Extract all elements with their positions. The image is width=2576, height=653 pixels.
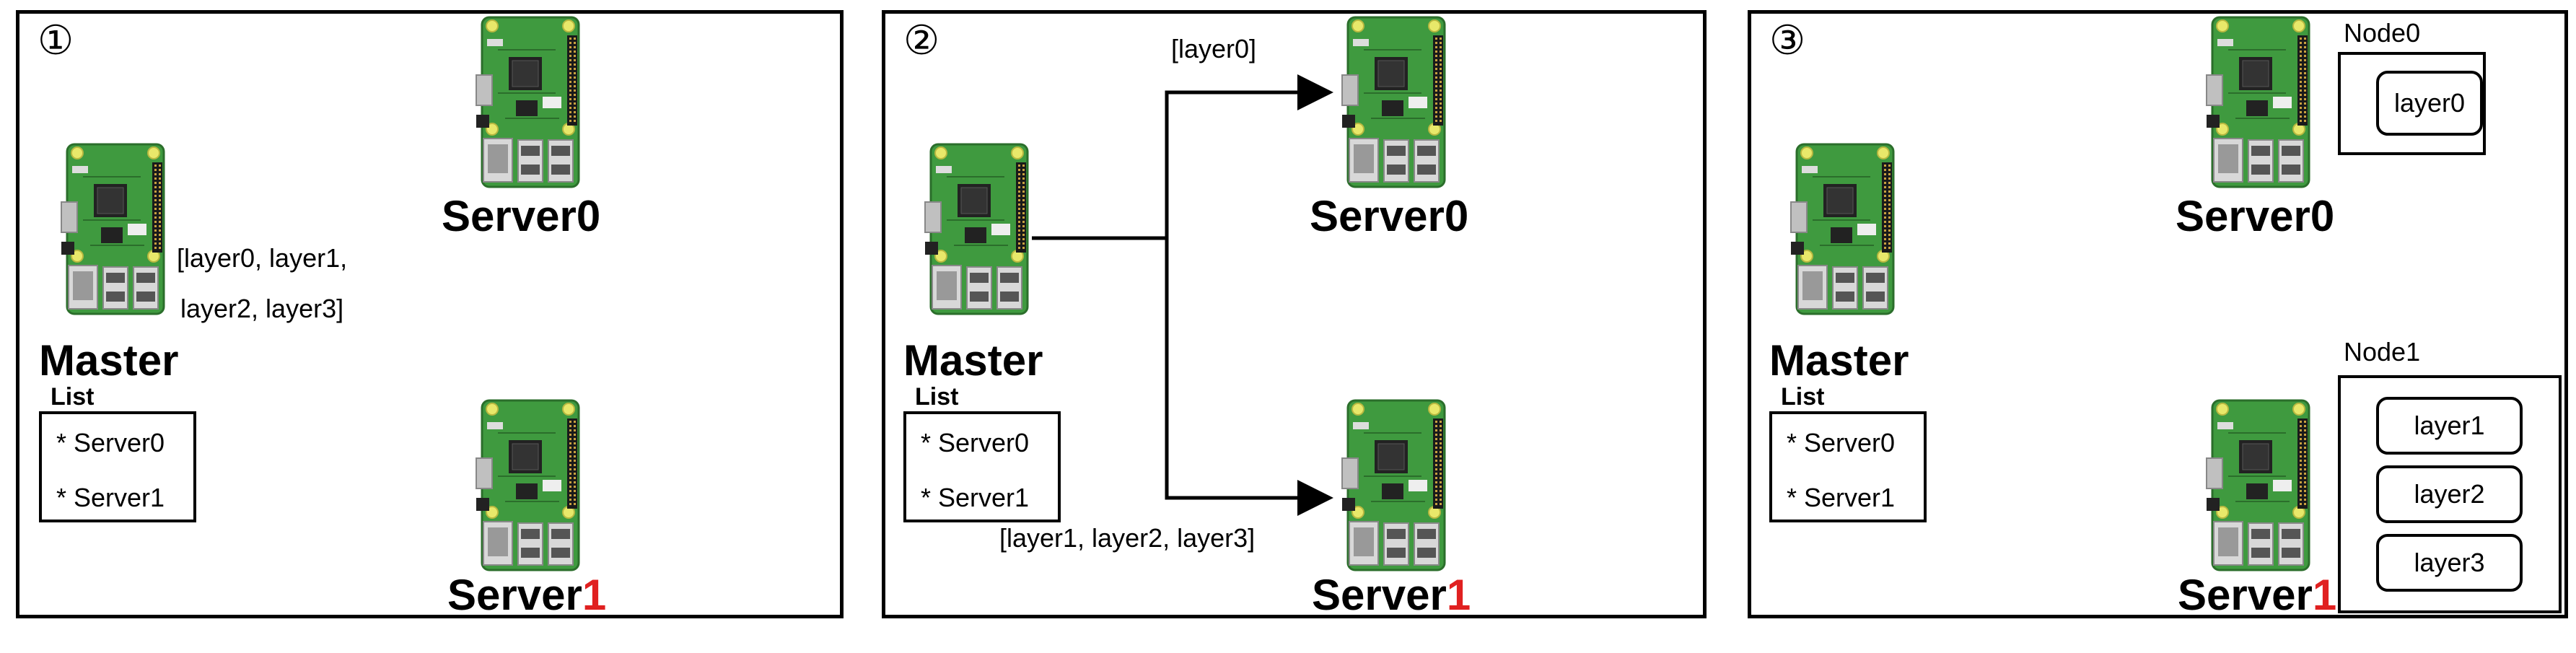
raspberry-pi-board-icon <box>476 16 580 188</box>
list-item: * Server0 <box>1787 428 1896 457</box>
list-item: * Server0 <box>56 428 165 457</box>
server0-label: Server0 <box>1310 192 1469 240</box>
node0-title: Node0 <box>2344 18 2421 48</box>
layer-box: layer0 <box>2376 71 2483 136</box>
list-item: * Server0 <box>921 428 1030 457</box>
node1-title: Node1 <box>2344 337 2421 367</box>
master-list-title: List <box>51 383 95 411</box>
master-list-title: List <box>1781 383 1825 411</box>
layer-box: layer2 <box>2376 465 2523 523</box>
server0-label: Server0 <box>2176 192 2335 240</box>
raspberry-pi-board-icon <box>1790 143 1895 315</box>
raspberry-pi-board-icon <box>924 143 1029 315</box>
arrow-top-label: [layer0] <box>1171 34 1257 63</box>
server1-label: Server1 <box>1312 571 1471 619</box>
arrow-to-server1 <box>1165 238 1333 516</box>
layer-list-annotation-line-1: [layer0, layer1, <box>177 243 348 273</box>
server1-label: Server1 <box>447 571 607 619</box>
raspberry-pi-board-icon <box>61 143 165 315</box>
list-item: * Server1 <box>56 483 165 512</box>
master-list-title: List <box>915 383 959 411</box>
server1-index: 1 <box>1446 571 1471 619</box>
panel-3-number: ③ <box>1769 17 1806 63</box>
server1-index: 1 <box>582 571 607 619</box>
raspberry-pi-board-icon <box>2206 16 2310 188</box>
raspberry-pi-board-icon <box>1341 16 1446 188</box>
server-list-box <box>39 411 196 522</box>
master-label: Master <box>39 336 179 385</box>
layer-box: layer3 <box>2376 534 2523 592</box>
layer-box: layer1 <box>2376 397 2523 455</box>
server-list-box <box>903 411 1061 522</box>
raspberry-pi-board-icon <box>2206 399 2310 571</box>
list-item: * Server1 <box>1787 483 1896 512</box>
raspberry-pi-board-icon <box>476 399 580 571</box>
master-label: Master <box>903 336 1043 385</box>
server1-label: Server1 <box>2178 571 2337 619</box>
server1-index: 1 <box>2312 571 2337 619</box>
master-label: Master <box>1769 336 1909 385</box>
server0-label: Server0 <box>442 192 601 240</box>
arrow-bottom-label: [layer1, layer2, layer3] <box>999 523 1256 553</box>
server-list-box <box>1769 411 1927 522</box>
panel-2-number: ② <box>903 17 940 63</box>
raspberry-pi-board-icon <box>1341 399 1446 571</box>
arrow-to-server0 <box>1032 74 1333 240</box>
layer-list-annotation-line-2: layer2, layer3] <box>180 294 344 323</box>
panel-1-number: ① <box>38 17 74 63</box>
list-item: * Server1 <box>921 483 1030 512</box>
